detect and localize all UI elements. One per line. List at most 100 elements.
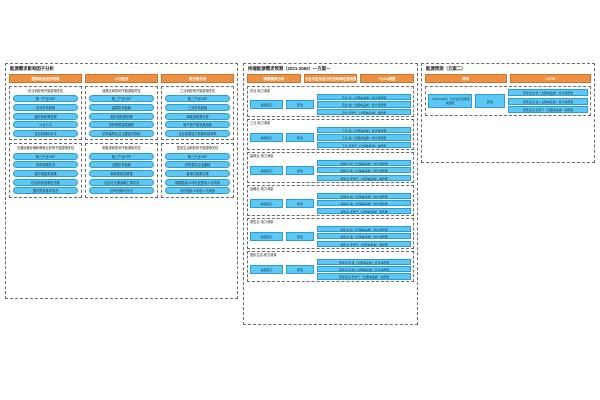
- output-box[interactable]: 居民生活-油（全国本品类）合计消费量: [508, 97, 588, 105]
- sector-label: 建筑业-电力消量: [250, 154, 274, 159]
- mid-panel-header-row: 情景模拟分析 分各大区及各分行业和单位能耗预测 PyAA模型: [247, 74, 415, 83]
- output-box[interactable]: 居民生活-煤（全国本品类）合计消费量: [317, 258, 411, 265]
- output-list: 零售业-煤（全国本品类）合计消费量 零售业-油（全国本品类）合计消费量 零售业-…: [317, 225, 411, 247]
- factor-group-residential: 居民生活和影响子能源相关性 第三产业GDP 历年居民生活能耗 各地方政策法规 城…: [161, 143, 234, 198]
- header-button-regional-sector-forecast[interactable]: 分各大区及各分行业和单位能耗预测: [303, 74, 358, 83]
- factor-item[interactable]: 全国历年能耗: [89, 161, 154, 169]
- algorithm-box[interactable]: 算法: [286, 198, 314, 208]
- factor-item[interactable]: 第三产业GDP: [165, 152, 230, 160]
- factor-item[interactable]: 第三产业GDP: [13, 152, 78, 160]
- group-heading: 居民生活和影响子能源相关性: [176, 146, 219, 151]
- key-factor-box[interactable]: 关键因子: [250, 99, 283, 109]
- group-heading: 交通运输仓储和邮政业影响子能源相关性: [16, 146, 75, 151]
- sector-body: 关键因子 算法 农业-煤（全国本品类）合计消费量 农业-油（全国本品类）合计消费…: [250, 94, 411, 115]
- output-box[interactable]: 建筑业-油（全国本品类）合计消费量: [317, 167, 411, 174]
- header-button-sample[interactable]: 样本: [425, 74, 507, 83]
- output-list: 建筑业-煤（全国本品类）合计消费量 建筑业-油（全国本品类）合计消费量 建筑业-…: [317, 159, 411, 181]
- output-box[interactable]: 工业-煤（全国本品类）合计消费量: [317, 126, 411, 134]
- sector-body: 关键因子 算法 居民生活-煤（全国本品类）合计消费量 居民生活-油（全国本品类）…: [250, 258, 411, 280]
- header-button-international-politics[interactable]: 国际政治经济格局: [9, 74, 82, 83]
- factor-group-agriculture: 农业和影响子能源相关性 第一产业GDP 农业历年能耗 各阶段政策进程 从业人口 …: [9, 86, 82, 141]
- header-button-population-economy[interactable]: 人口经济: [85, 74, 158, 83]
- factor-item[interactable]: 各地方政策法规: [165, 169, 230, 177]
- left-panel-header-row: 国际政治经济格局 人口经济 成分数分析: [9, 74, 234, 83]
- factor-item[interactable]: 第二产业GDP: [165, 95, 230, 103]
- factor-item[interactable]: 单耗类政策分析: [165, 112, 230, 120]
- factor-item[interactable]: 城镇居民人均可支配收入与消费: [165, 178, 230, 186]
- key-factor-box[interactable]: 关键因子: [250, 231, 283, 241]
- factor-item[interactable]: 第三产业GDP: [89, 152, 154, 160]
- sector-row-retail: 零售业-电力消量 关键因子 算法 零售业-煤（全国本品类）合计消费量 零售业-油…: [247, 217, 414, 250]
- factor-group-construction: 建筑业和影响子能源相关性 第二产业GDP 建筑历年能耗 各阶段政策进程 历年房屋…: [85, 86, 158, 141]
- factor-item[interactable]: 第一产业GDP: [13, 95, 78, 103]
- factor-item[interactable]: 农业机械化水平: [13, 129, 78, 137]
- output-box[interactable]: 建筑业-煤（全国本品类）合计消费量: [317, 159, 411, 167]
- sector-body: 关键因子 算法 建筑业-煤（全国本品类）合计消费量 建筑业-油（全国本品类）合计…: [250, 159, 411, 181]
- factor-item[interactable]: 单产品产量及其能耗: [165, 121, 230, 129]
- factor-item[interactable]: 单耗类相关政策: [89, 169, 154, 177]
- right-panel-header-row: 样本 LSTM: [425, 74, 591, 83]
- output-box[interactable]: 运输业-天然气（全国本品类）消费量: [317, 207, 411, 214]
- factor-item[interactable]: 农村居民人均收入与消费: [165, 187, 230, 195]
- header-button-lstm[interactable]: LSTM: [509, 74, 591, 83]
- header-button-component-analysis[interactable]: 成分数分析: [161, 74, 234, 83]
- factor-item[interactable]: 历年房屋建筑面积: [89, 121, 154, 129]
- output-box[interactable]: 运输业-油（全国本品类）合计消费量: [317, 200, 411, 207]
- algorithm-box[interactable]: 算法: [286, 99, 314, 109]
- output-box[interactable]: 工业-油（全国本品类）合计消费量: [317, 134, 411, 141]
- output-box[interactable]: 居民生活-煤（全国本品类）合计消费量: [508, 89, 588, 96]
- key-factor-box[interactable]: 关键因子: [250, 198, 283, 208]
- factor-item[interactable]: 社会消费品零售总额: [13, 178, 78, 186]
- header-button-scenario-simulation[interactable]: 情景模拟分析: [247, 74, 301, 83]
- algorithm-box[interactable]: 算法: [286, 132, 314, 142]
- algorithm-box[interactable]: 算法: [286, 165, 314, 175]
- output-box[interactable]: 运输业-煤（全国本品类）合计消费量: [317, 192, 411, 199]
- sector-label: 工业-电力消量: [250, 121, 271, 126]
- algorithm-box[interactable]: 算法: [475, 94, 505, 109]
- algorithm-box[interactable]: 算法: [286, 264, 314, 274]
- factor-item[interactable]: 农业历年能耗: [13, 104, 78, 111]
- output-list: 居民生活-煤（全国本品类）合计消费量 居民生活-油（全国本品类）合计消费量 居民…: [508, 89, 588, 114]
- historical-data-box[interactable]: （2000-2020）六行业天全能源消费量: [428, 94, 472, 109]
- output-box[interactable]: 零售业-煤（全国本品类）合计消费量: [317, 225, 411, 232]
- factor-item[interactable]: 历年货物与情况: [89, 187, 154, 195]
- factor-item[interactable]: 从业人口: [13, 121, 78, 129]
- output-box[interactable]: 零售业-油（全国本品类）合计消费量: [317, 233, 411, 240]
- factor-item[interactable]: 工业历年能耗: [165, 104, 230, 111]
- output-list: 农业-煤（全国本品类）合计消费量 农业-油（全国本品类）合计消费量 农业-天然气…: [317, 94, 411, 115]
- mid-panel-title: 终端能源需求预测（2021-2060）—方案—: [248, 66, 331, 71]
- output-box[interactable]: 居民生活-油（全国本品类）合计消费量: [317, 266, 411, 273]
- factor-item[interactable]: 国内贸易基本情况: [13, 187, 78, 195]
- sector-label: 零售业-电力消量: [250, 220, 274, 225]
- group-heading: 邮批零和影响子能源相关性: [102, 146, 141, 151]
- factor-item[interactable]: 各阶段政策进程: [13, 112, 78, 120]
- output-box[interactable]: 农业-天然气（全国本品类）消费量: [317, 108, 411, 115]
- factor-item[interactable]: 各阶段政策进程: [89, 112, 154, 120]
- factor-item[interactable]: 社会分交通运输工具情况: [89, 178, 154, 186]
- output-box[interactable]: 零售业-天然气（全国本品类）消费量: [317, 240, 411, 247]
- factor-item[interactable]: 企业能源加工转换利用效率: [165, 129, 230, 137]
- output-box[interactable]: 农业-煤（全国本品类）合计消费量: [317, 94, 411, 101]
- header-button-pyaa-model[interactable]: PyAA模型: [360, 74, 415, 83]
- factor-group-industry: 工业和影响子能源相关性 第二产业GDP 工业历年能耗 单耗类政策分析 单产品产量…: [161, 86, 234, 141]
- panel-energy-forecast-scheme-two: 能源预测（方案二） 样本 LSTM （2000-2020）六行业天全能源消费量 …: [421, 63, 595, 163]
- output-list: 居民生活-煤（全国本品类）合计消费量 居民生活-油（全国本品类）合计消费量 居民…: [317, 258, 411, 280]
- factor-item[interactable]: 历年居民生活能耗: [165, 161, 230, 169]
- output-box[interactable]: 居民生活-天然气（全国本品类）消费量: [508, 106, 588, 114]
- key-factor-box[interactable]: 关键因子: [250, 132, 283, 142]
- output-box[interactable]: 居民生活-天然气（全国本品类）消费量: [317, 273, 411, 280]
- output-box[interactable]: 农业-油（全国本品类）合计消费量: [317, 101, 411, 108]
- group-heading: 建筑业和影响子能源相关性: [102, 89, 141, 93]
- key-factor-box[interactable]: 关键因子: [250, 264, 283, 274]
- factor-item[interactable]: 历年建筑企业主要经济指标: [89, 129, 154, 137]
- factor-item[interactable]: 历年能耗情况: [13, 161, 78, 169]
- factor-item[interactable]: 建筑历年能耗: [89, 104, 154, 111]
- factor-item[interactable]: 各阶段相关政策: [13, 169, 78, 177]
- output-box[interactable]: 建筑业-天然气（全国本品类）消费量: [317, 174, 411, 181]
- sector-row-transport: 运输业-电力消量 关键因子 算法 运输业-煤（全国本品类）合计消费量 运输业-油…: [247, 184, 414, 217]
- key-factor-box[interactable]: 关键因子: [250, 165, 283, 175]
- output-box[interactable]: 工业-天然气（全国本品类）消费量: [317, 141, 411, 148]
- factor-item[interactable]: 第二产业GDP: [89, 95, 154, 103]
- algorithm-box[interactable]: 算法: [286, 231, 314, 241]
